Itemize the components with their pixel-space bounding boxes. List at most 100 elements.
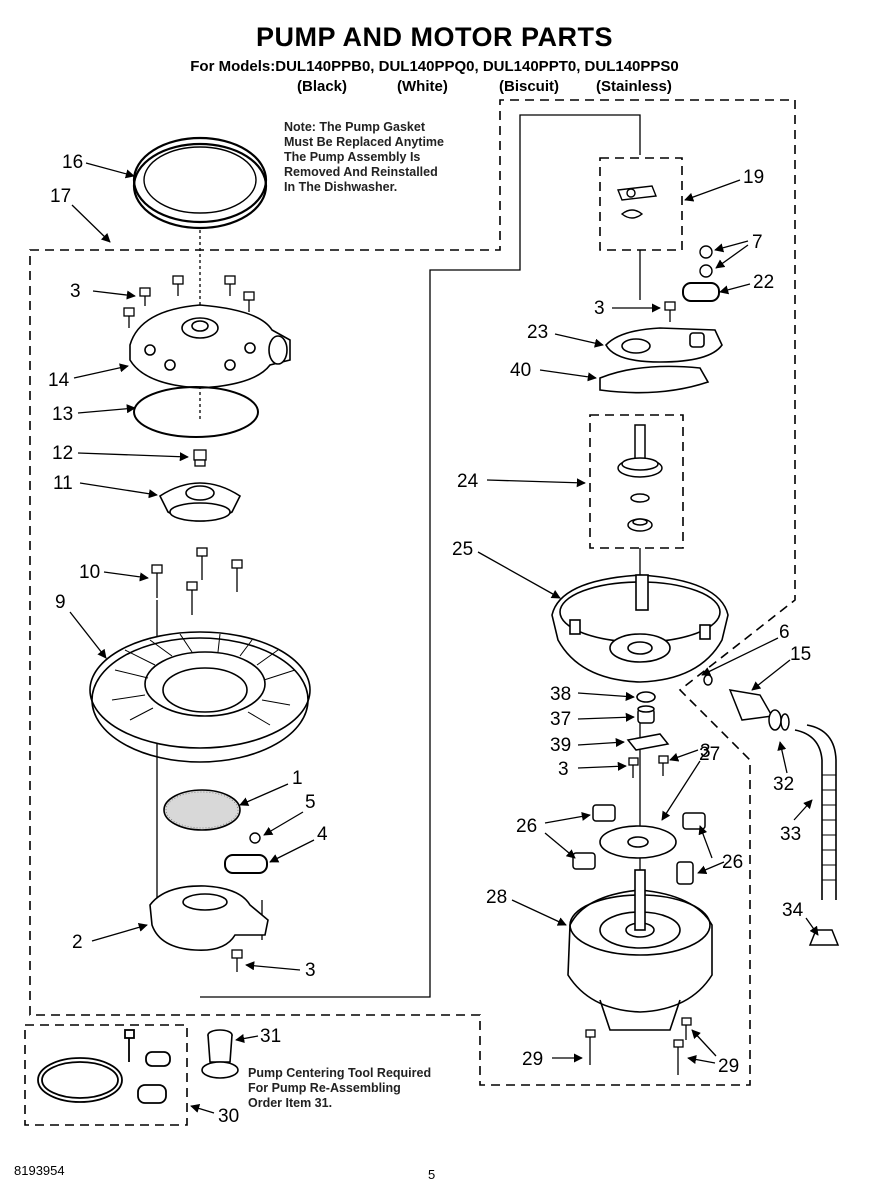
finish-stainless: (Stainless) <box>596 78 672 95</box>
callout-32: 32 <box>773 774 794 795</box>
motor-disc <box>599 825 677 859</box>
callout-24: 24 <box>457 471 479 492</box>
callout-29: 29 <box>522 1049 543 1070</box>
callout-10: 10 <box>79 562 100 583</box>
callout-5: 5 <box>305 792 316 813</box>
screw <box>243 291 255 312</box>
seal-ring <box>636 691 656 703</box>
centering-tool-note: Pump Centering Tool Required For Pump Re… <box>248 1066 431 1111</box>
service-kit-parts <box>37 1029 171 1104</box>
screw <box>139 287 151 306</box>
pump-base <box>149 885 269 952</box>
callout-28: 28 <box>486 887 507 908</box>
callout-1: 1 <box>292 768 303 789</box>
note-line: Removed And Reinstalled <box>284 165 438 179</box>
callout-40: 40 <box>510 360 531 381</box>
callout-19: 19 <box>743 167 764 188</box>
note-line: In The Dishwasher. <box>284 180 398 194</box>
callout-3: 3 <box>594 298 605 319</box>
alignment-lines <box>156 114 641 998</box>
motor-connector-line <box>200 114 641 998</box>
group-boundaries <box>24 99 796 1126</box>
callout-33: 33 <box>780 824 801 845</box>
oval-gasket <box>224 854 268 874</box>
check-ball <box>699 245 713 259</box>
callout-7: 7 <box>752 232 763 253</box>
callout-30: 30 <box>218 1106 239 1127</box>
callout-numbers: 16 17 3 14 13 12 11 10 9 1 5 4 2 3 31 30… <box>48 152 811 1127</box>
callout-6: 6 <box>779 622 790 643</box>
tool-note-line: Pump Centering Tool Required <box>248 1066 432 1080</box>
callout-38: 38 <box>550 684 571 705</box>
tool-note-line: Order Item 31. <box>248 1096 333 1110</box>
callout-11: 11 <box>53 473 73 494</box>
callout-14: 14 <box>48 370 70 391</box>
callout-25: 25 <box>452 539 473 560</box>
callout-34: 34 <box>782 900 804 921</box>
pump-o-ring <box>133 386 259 438</box>
hose-end <box>808 929 840 946</box>
screw <box>151 564 163 598</box>
doc-number: 8193954 <box>14 1163 65 1178</box>
leader-lines <box>69 162 819 1114</box>
drain-hose <box>794 724 837 900</box>
callout-16: 16 <box>62 152 83 173</box>
drain-plate <box>605 327 723 363</box>
pump-housing <box>129 304 291 389</box>
callout-17: 17 <box>50 186 71 207</box>
models-line: For Models:DUL140PPB0, DUL140PPQ0, DUL14… <box>190 58 679 75</box>
screw <box>123 307 135 328</box>
callout-3: 3 <box>70 281 81 302</box>
bearing-plate <box>626 733 670 751</box>
motor <box>567 869 713 1031</box>
clip-assembly <box>617 185 657 219</box>
callout-3: 3 <box>558 759 569 780</box>
drain-connector <box>703 674 790 731</box>
impeller-nut <box>193 449 207 467</box>
note-line: Note: The Pump Gasket <box>284 120 425 134</box>
page-title: PUMP AND MOTOR PARTS <box>255 22 614 52</box>
motor-mounts <box>572 804 706 885</box>
note-line: The Pump Assembly Is <box>284 150 421 164</box>
callout-3: 3 <box>700 741 711 762</box>
screw <box>585 1029 596 1065</box>
screw <box>196 547 208 580</box>
seal-bushing <box>637 705 655 724</box>
item-24-box <box>589 414 684 549</box>
check-ball <box>249 832 261 844</box>
screw <box>658 755 669 776</box>
plate-gasket <box>599 365 710 394</box>
callout-2: 2 <box>72 932 83 953</box>
check-ball <box>699 264 713 278</box>
item-19-box <box>599 157 683 251</box>
callout-15: 15 <box>790 644 811 665</box>
filter-screen <box>163 789 241 831</box>
finish-biscuit: (Biscuit) <box>499 78 559 95</box>
screw <box>673 1017 692 1075</box>
callout-4: 4 <box>317 824 328 845</box>
sump-housing <box>551 574 729 683</box>
pump-mount-screws <box>151 547 243 615</box>
callout-29: 29 <box>718 1056 739 1077</box>
pump-gasket-note: Note: The Pump Gasket Must Be Replaced A… <box>284 120 444 195</box>
impeller <box>158 482 242 522</box>
pump-centering-tool <box>201 1029 239 1079</box>
screw <box>224 275 236 296</box>
pump-gasket-ring <box>132 136 268 230</box>
screw <box>172 275 184 296</box>
callout-13: 13 <box>52 404 73 425</box>
callout-12: 12 <box>52 443 73 464</box>
callout-23: 23 <box>527 322 548 343</box>
callout-26: 26 <box>722 852 743 873</box>
callout-37: 37 <box>550 709 571 730</box>
tool-note-line: For Pump Re-Assembling <box>248 1081 401 1095</box>
callout-26: 26 <box>516 816 537 837</box>
finish-white: (White) <box>397 78 448 95</box>
oval-gasket <box>682 282 720 302</box>
callout-3: 3 <box>305 960 316 981</box>
callout-9: 9 <box>55 592 66 613</box>
screws-set <box>123 275 255 328</box>
filter-housing <box>89 631 311 763</box>
callout-31: 31 <box>260 1026 281 1047</box>
